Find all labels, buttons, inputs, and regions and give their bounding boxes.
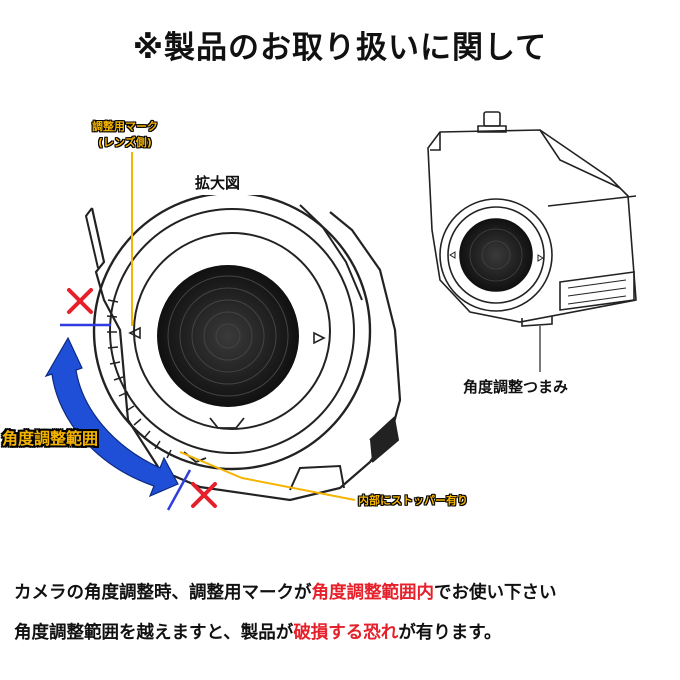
caption-line2-a: 角度調整範囲を越えますと、製品が	[14, 623, 294, 643]
caption-line2-c: が有ります。	[398, 623, 502, 643]
small-housing	[427, 129, 637, 323]
mark-callout-line1: 調整用マーク	[92, 120, 158, 133]
outer-ring	[92, 195, 372, 471]
zoom-label: 拡大図	[195, 174, 241, 192]
mark-callout-line2: (レンズ側)	[98, 136, 152, 149]
lens	[157, 265, 299, 407]
angle-knob	[521, 316, 553, 327]
caption-line1-c: でお使い下さい	[434, 583, 557, 603]
caption-line1: カメラの角度調整時、調整用マークが角度調整範囲内でお使い下さい	[14, 579, 557, 604]
lower-cross-icon	[191, 482, 217, 508]
caption-line1-a: カメラの角度調整時、調整用マークが	[14, 583, 312, 603]
caption-line1-b: 角度調整範囲内	[311, 583, 435, 603]
small-camera	[427, 111, 637, 372]
zoomed-camera	[84, 195, 402, 502]
inner-ring	[109, 208, 355, 454]
caption-line2: 角度調整範囲を越えますと、製品が破損する恐れが有ります。	[14, 619, 502, 644]
lower-limit-line	[166, 469, 192, 511]
adjust-mark-left	[128, 326, 141, 340]
housing-outline	[90, 207, 402, 502]
caption-line2-b: 破損する恐れ	[293, 623, 399, 643]
angle-range-label: 角度調整範囲	[2, 429, 99, 448]
callout-lines	[131, 152, 356, 501]
upper-cross-icon	[67, 288, 93, 314]
page-title: ※製品のお取り扱いに関して	[132, 30, 548, 66]
stopper-callout: 内部にストッパー有り	[358, 494, 468, 507]
adjust-mark-right	[313, 331, 326, 345]
range-arrow-icon	[44, 336, 179, 498]
knob-label: 角度調整つまみ	[463, 378, 569, 396]
